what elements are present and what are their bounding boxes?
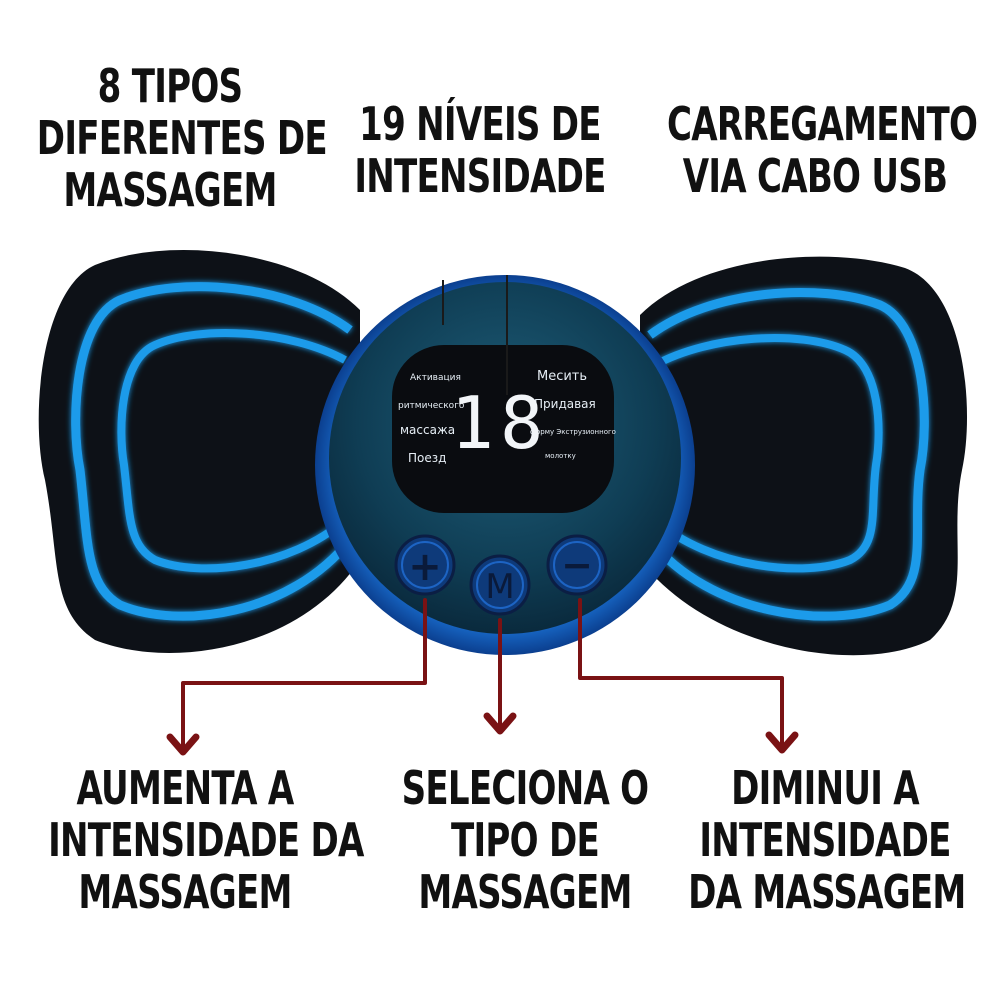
- caption-line: CARREGAMENTO: [667, 97, 978, 151]
- lcd-label: ритмического: [398, 401, 465, 411]
- lcd-digits: 18: [451, 381, 550, 465]
- caption-line: SELECIONA O: [401, 761, 650, 815]
- left-wing-pad: [38, 250, 360, 654]
- lcd-label: Поезд: [408, 451, 446, 465]
- arrow-decrease: [578, 598, 799, 754]
- caption-line: TIPO DE: [451, 813, 600, 867]
- caption-line: DIFERENTES DE: [36, 111, 328, 165]
- lcd-label: Активация: [410, 373, 461, 383]
- caption-line: MASSAGEM: [78, 865, 292, 919]
- plus-icon: +: [408, 544, 442, 590]
- plus-button[interactable]: +: [394, 534, 456, 596]
- caption-line: INTENSIDADE: [699, 813, 951, 867]
- caption-select: SELECIONA O TIPO DE MASSAGEM: [388, 762, 662, 918]
- caption-decrease: DIMINUI A INTENSIDADE DA MASSAGEM: [688, 761, 966, 919]
- mode-button[interactable]: M: [469, 554, 531, 616]
- caption-intensity-levels: 19 NÍVEIS DE INTENSIDADE: [347, 98, 613, 202]
- lcd-label: молотку: [545, 452, 576, 460]
- lcd-screen: [392, 345, 614, 513]
- caption-line: VIA CABO USB: [682, 149, 948, 203]
- caption-line: DA MASSAGEM: [688, 865, 966, 919]
- caption-line: DIMINUI A: [731, 761, 920, 815]
- caption-increase: AUMENTA A INTENSIDADE DA MASSAGEM: [48, 761, 364, 919]
- minus-icon: −: [561, 543, 593, 587]
- right-wing-pad: [640, 256, 968, 656]
- minus-button[interactable]: −: [546, 534, 608, 596]
- mode-icon: M: [485, 567, 514, 607]
- caption-charging: CARREGAMENTO VIA CABO USB: [667, 97, 978, 203]
- lcd-label: массажа: [400, 423, 455, 437]
- caption-line: AUMENTA A: [76, 761, 294, 815]
- arrow-select: [483, 618, 517, 735]
- lcd-label: форму Экструзионного: [530, 428, 616, 436]
- lcd-label: Придавая: [534, 397, 596, 411]
- caption-line: INTENSIDADE: [354, 149, 606, 203]
- caption-massage-types: 8 TIPOS DIFERENTES DE MASSAGEM: [36, 59, 328, 217]
- caption-line: MASSAGEM: [418, 865, 632, 919]
- arrow-increase: [166, 598, 427, 756]
- caption-line: INTENSIDADE DA: [48, 813, 364, 867]
- lcd-label: Месить: [537, 369, 587, 384]
- caption-line: MASSAGEM: [63, 163, 277, 217]
- caption-line: 19 NÍVEIS DE: [359, 97, 601, 151]
- caption-line: 8 TIPOS: [97, 59, 243, 113]
